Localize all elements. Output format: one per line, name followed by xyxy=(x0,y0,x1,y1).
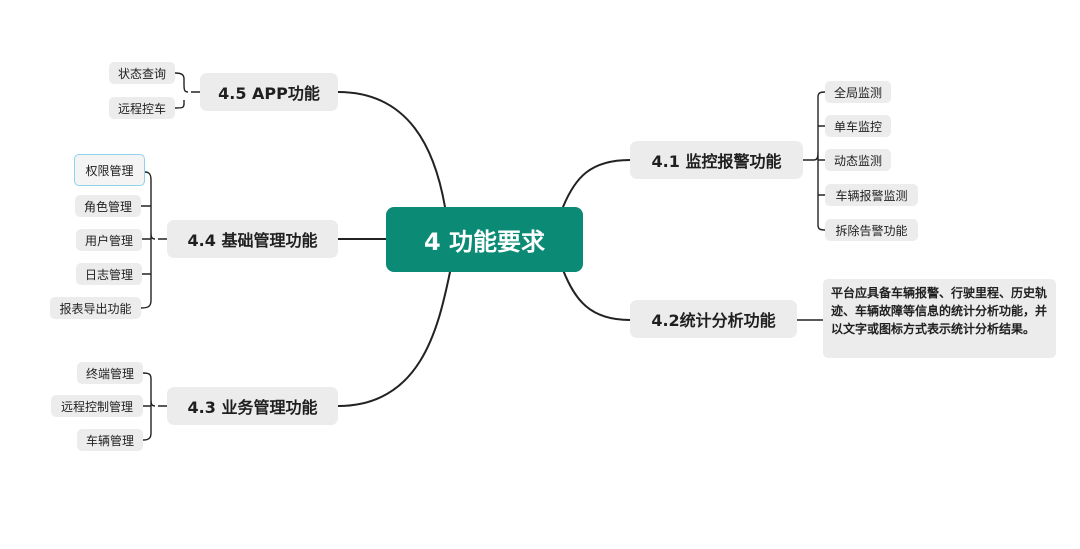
bracket-4-3 xyxy=(142,372,167,441)
topic-4-1[interactable]: 4.1 监控报警功能 xyxy=(630,141,803,179)
subtopic-4-5-item-1[interactable]: 状态查询 xyxy=(109,62,175,84)
subtopic-4-1-item-1[interactable]: 全局监测 xyxy=(825,81,891,103)
connector-root-4-3 xyxy=(337,271,451,407)
subtopic-4-2-description[interactable]: 平台应具备车辆报警、行驶里程、历史轨迹、车辆故障等信息的统计分析功能，并以文字或… xyxy=(823,279,1056,358)
connector-root-4-5 xyxy=(337,91,446,208)
bracket-4-4 xyxy=(139,171,167,309)
topic-4-3[interactable]: 4.3 业务管理功能 xyxy=(167,387,338,425)
connector-root-4-1 xyxy=(562,159,631,208)
subtopic-4-1-item-3[interactable]: 动态监测 xyxy=(825,149,891,171)
subtopic-4-4-item-4[interactable]: 日志管理 xyxy=(76,263,142,285)
subtopic-4-4-item-1[interactable]: 权限管理 xyxy=(74,154,145,186)
bracket-4-1 xyxy=(803,91,826,231)
subtopic-4-4-item-2[interactable]: 角色管理 xyxy=(75,195,141,217)
subtopic-4-4-item-5[interactable]: 报表导出功能 xyxy=(50,297,141,319)
subtopic-4-3-item-1[interactable]: 终端管理 xyxy=(77,362,143,384)
root-topic[interactable]: 4 功能要求 xyxy=(386,207,583,272)
topic-4-2[interactable]: 4.2统计分析功能 xyxy=(630,300,797,338)
subtopic-4-1-item-4[interactable]: 车辆报警监测 xyxy=(825,184,918,206)
bracket-4-5 xyxy=(174,72,200,109)
subtopic-4-3-item-2[interactable]: 远程控制管理 xyxy=(51,395,143,417)
topic-4-4[interactable]: 4.4 基础管理功能 xyxy=(167,220,338,258)
subtopic-4-1-item-5[interactable]: 拆除告警功能 xyxy=(825,219,918,241)
topic-4-5[interactable]: 4.5 APP功能 xyxy=(200,73,338,111)
subtopic-4-4-item-3[interactable]: 用户管理 xyxy=(76,229,142,251)
subtopic-4-5-item-2[interactable]: 远程控车 xyxy=(109,97,175,119)
connector-root-4-2 xyxy=(562,269,631,321)
subtopic-4-1-item-2[interactable]: 单车监控 xyxy=(825,115,891,137)
subtopic-4-3-item-3[interactable]: 车辆管理 xyxy=(77,429,143,451)
